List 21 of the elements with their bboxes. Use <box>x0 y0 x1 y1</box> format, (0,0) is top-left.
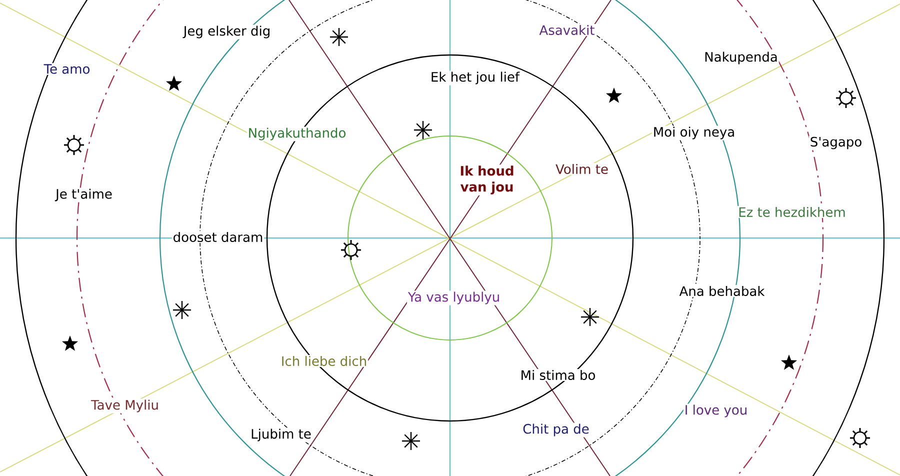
text-label: Ez te hezdikhem <box>737 206 847 218</box>
text-label: Nakupenda <box>703 50 779 66</box>
text-label: Ana behabak <box>678 284 766 298</box>
text-label: Ljubim te <box>250 428 312 442</box>
text-label: Ya vas lyublyu <box>406 290 502 306</box>
text-label: Moi oiy neya <box>652 126 736 140</box>
text-label: Ek het jou lief <box>429 70 521 86</box>
text-label: Jeg elsker dig <box>182 24 272 40</box>
text-label: Je t'aime <box>54 188 114 202</box>
text-label: dooset daram <box>172 230 264 244</box>
text-label: Asavakit <box>538 24 596 36</box>
text-label: Volim te <box>554 162 610 176</box>
text-label: Tave Myliu <box>90 398 160 414</box>
text-label: Ngiyakuthando <box>246 126 348 142</box>
text-label: Ik houd van jou <box>455 164 519 196</box>
text-label: S'agapo <box>808 136 864 150</box>
text-label: Ich liebe dich <box>280 354 368 368</box>
text-label: I love you <box>683 404 749 418</box>
text-label: Chit pa de <box>522 422 590 438</box>
text-label: Te amo <box>42 63 92 75</box>
text-label: Mi stima bo <box>519 368 597 382</box>
